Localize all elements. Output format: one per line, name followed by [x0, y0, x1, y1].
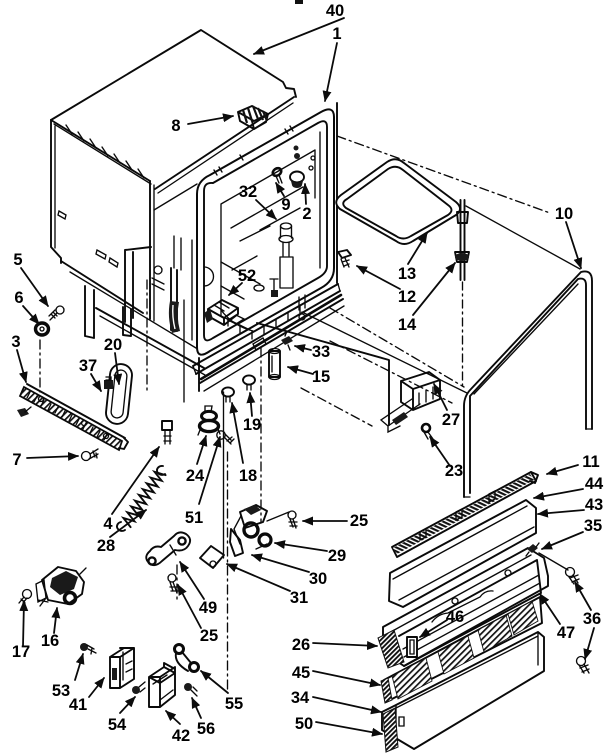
svg-text:16: 16 — [41, 632, 59, 650]
svg-text:43: 43 — [585, 496, 603, 514]
svg-text:54: 54 — [108, 716, 127, 734]
svg-text:24: 24 — [186, 467, 205, 485]
svg-text:40: 40 — [326, 2, 344, 20]
svg-text:51: 51 — [185, 509, 203, 527]
svg-text:9: 9 — [281, 196, 290, 214]
svg-text:2: 2 — [302, 205, 311, 223]
svg-text:49: 49 — [199, 599, 217, 617]
svg-text:47: 47 — [557, 624, 575, 642]
svg-text:44: 44 — [585, 475, 604, 493]
svg-text:1: 1 — [332, 25, 341, 43]
svg-text:25: 25 — [200, 627, 218, 645]
svg-text:18: 18 — [239, 467, 257, 485]
svg-text:31: 31 — [290, 589, 308, 607]
svg-text:8: 8 — [171, 117, 180, 135]
svg-text:6: 6 — [14, 289, 23, 307]
svg-text:41: 41 — [69, 696, 87, 714]
svg-text:50: 50 — [295, 715, 313, 733]
svg-text:28: 28 — [97, 537, 115, 555]
svg-text:10: 10 — [555, 205, 573, 223]
svg-text:15: 15 — [312, 368, 330, 386]
svg-text:11: 11 — [582, 453, 599, 471]
svg-text:14: 14 — [398, 316, 417, 334]
svg-text:52: 52 — [238, 267, 256, 285]
svg-text:53: 53 — [52, 682, 70, 700]
svg-text:42: 42 — [172, 727, 190, 745]
svg-text:37: 37 — [79, 357, 97, 375]
svg-text:32: 32 — [239, 183, 257, 201]
svg-text:29: 29 — [328, 547, 346, 565]
svg-text:36: 36 — [583, 610, 601, 628]
svg-text:23: 23 — [445, 462, 463, 480]
svg-text:20: 20 — [104, 336, 122, 354]
svg-text:3: 3 — [11, 333, 20, 351]
svg-text:45: 45 — [292, 664, 310, 682]
svg-text:19: 19 — [243, 416, 261, 434]
svg-text:5: 5 — [13, 251, 22, 269]
svg-text:7: 7 — [12, 451, 21, 469]
svg-text:13: 13 — [398, 265, 416, 283]
svg-text:17: 17 — [12, 643, 30, 661]
svg-text:12: 12 — [398, 288, 416, 306]
svg-text:25: 25 — [350, 512, 368, 530]
svg-text:46: 46 — [446, 608, 464, 626]
svg-text:30: 30 — [309, 570, 327, 588]
svg-text:4: 4 — [103, 515, 113, 533]
svg-text:55: 55 — [225, 695, 243, 713]
svg-text:26: 26 — [292, 636, 310, 654]
svg-text:34: 34 — [291, 689, 310, 707]
svg-text:33: 33 — [312, 343, 330, 361]
svg-text:27: 27 — [442, 411, 460, 429]
svg-text:56: 56 — [197, 720, 215, 738]
svg-text:35: 35 — [584, 517, 602, 535]
